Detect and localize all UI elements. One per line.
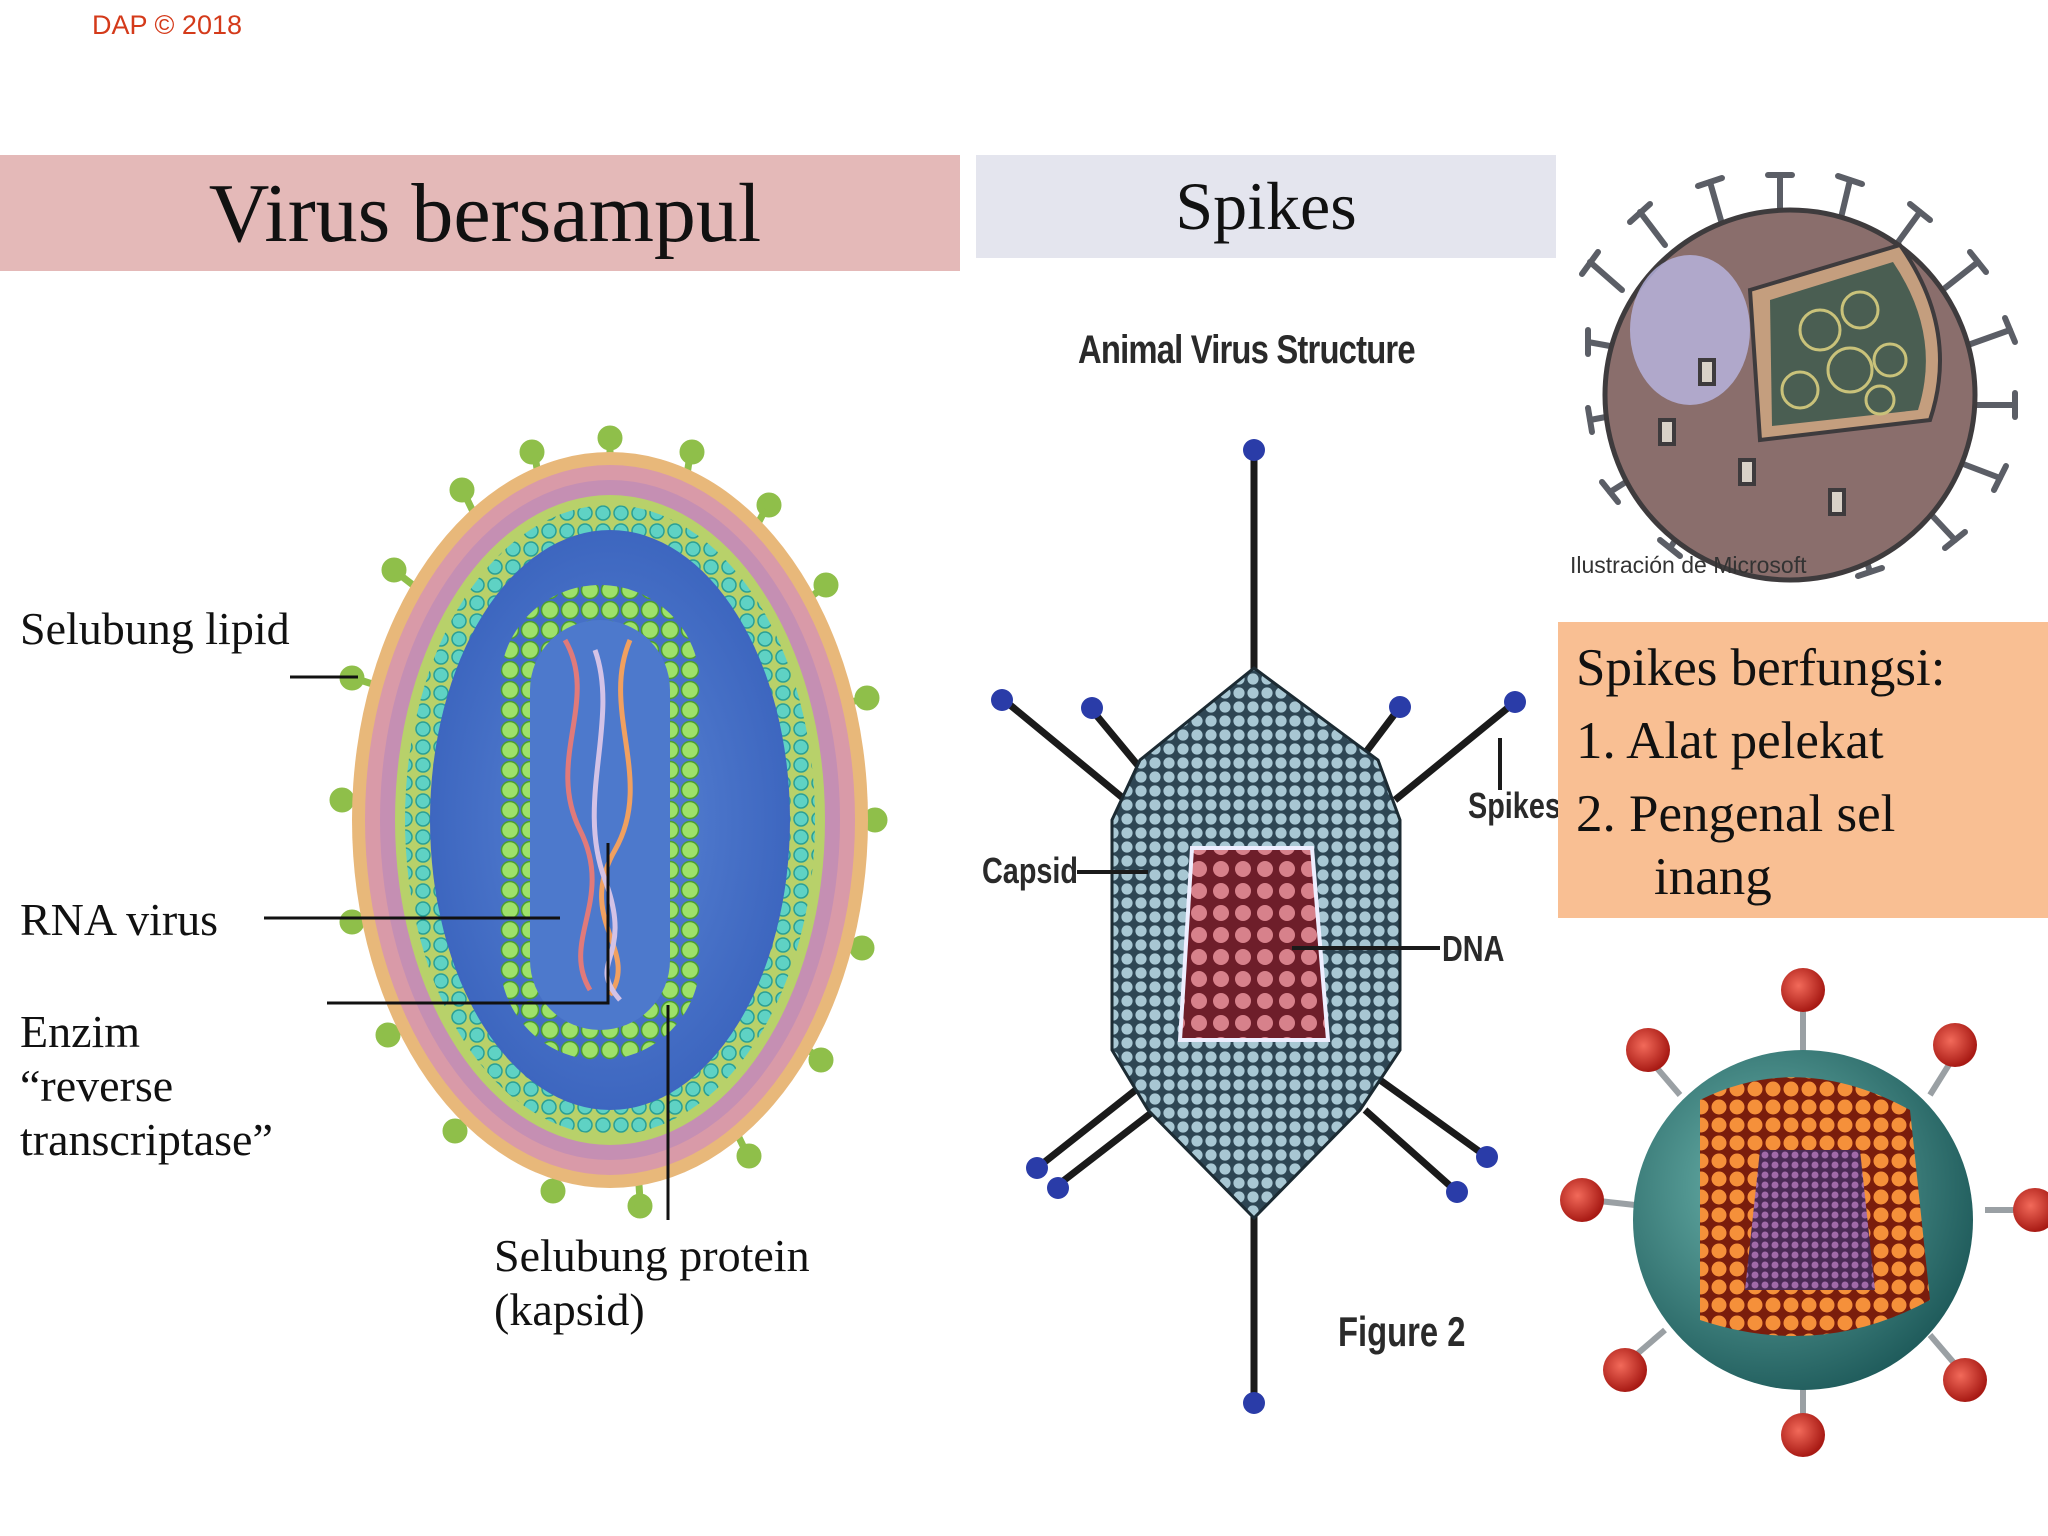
label-enzim: Enzim — [20, 1005, 140, 1059]
center-spikes — [991, 439, 1526, 1414]
title-banner: Virus bersampul — [0, 155, 960, 271]
figure-caption: Figure 2 — [1338, 1308, 1465, 1356]
label-transcriptase: transcriptase” — [20, 1113, 273, 1167]
label-dna: DNA — [1442, 928, 1504, 970]
label-selubung-lipid: Selubung lipid — [20, 602, 290, 656]
slide-title: Virus bersampul — [199, 165, 762, 262]
spikes-heading: Spikes — [1175, 167, 1356, 246]
spikes-function-box: Spikes berfungsi: 1. Alat pelekat 2. Pen… — [1558, 622, 2048, 918]
spikes-banner: Spikes — [976, 155, 1556, 258]
copyright-text: DAP © 2018 — [92, 10, 242, 41]
label-kapsid: (kapsid) — [494, 1283, 645, 1337]
info-item-2-continued: inang — [1576, 851, 2048, 903]
info-item-1: 1. Alat pelekat — [1576, 705, 2048, 778]
image-credit: Ilustración de Microsoft — [1570, 552, 1806, 579]
label-rna-virus: RNA virus — [20, 893, 218, 947]
figure-title: Animal Virus Structure — [1078, 328, 1415, 373]
info-item-2: 2. Pengenal sel — [1576, 778, 2048, 851]
left-virus-body — [333, 429, 884, 1215]
capsid-shape — [1112, 668, 1400, 1218]
label-reverse: “reverse — [20, 1059, 173, 1113]
clipart-cutaway — [1750, 245, 1940, 440]
dna-cutaway — [1180, 848, 1328, 1040]
label-spikes: Spikes — [1468, 785, 1561, 827]
label-selubung-protein: Selubung protein — [494, 1229, 810, 1283]
label-capsid: Capsid — [982, 850, 1078, 892]
info-heading: Spikes berfungsi: — [1576, 632, 2048, 705]
